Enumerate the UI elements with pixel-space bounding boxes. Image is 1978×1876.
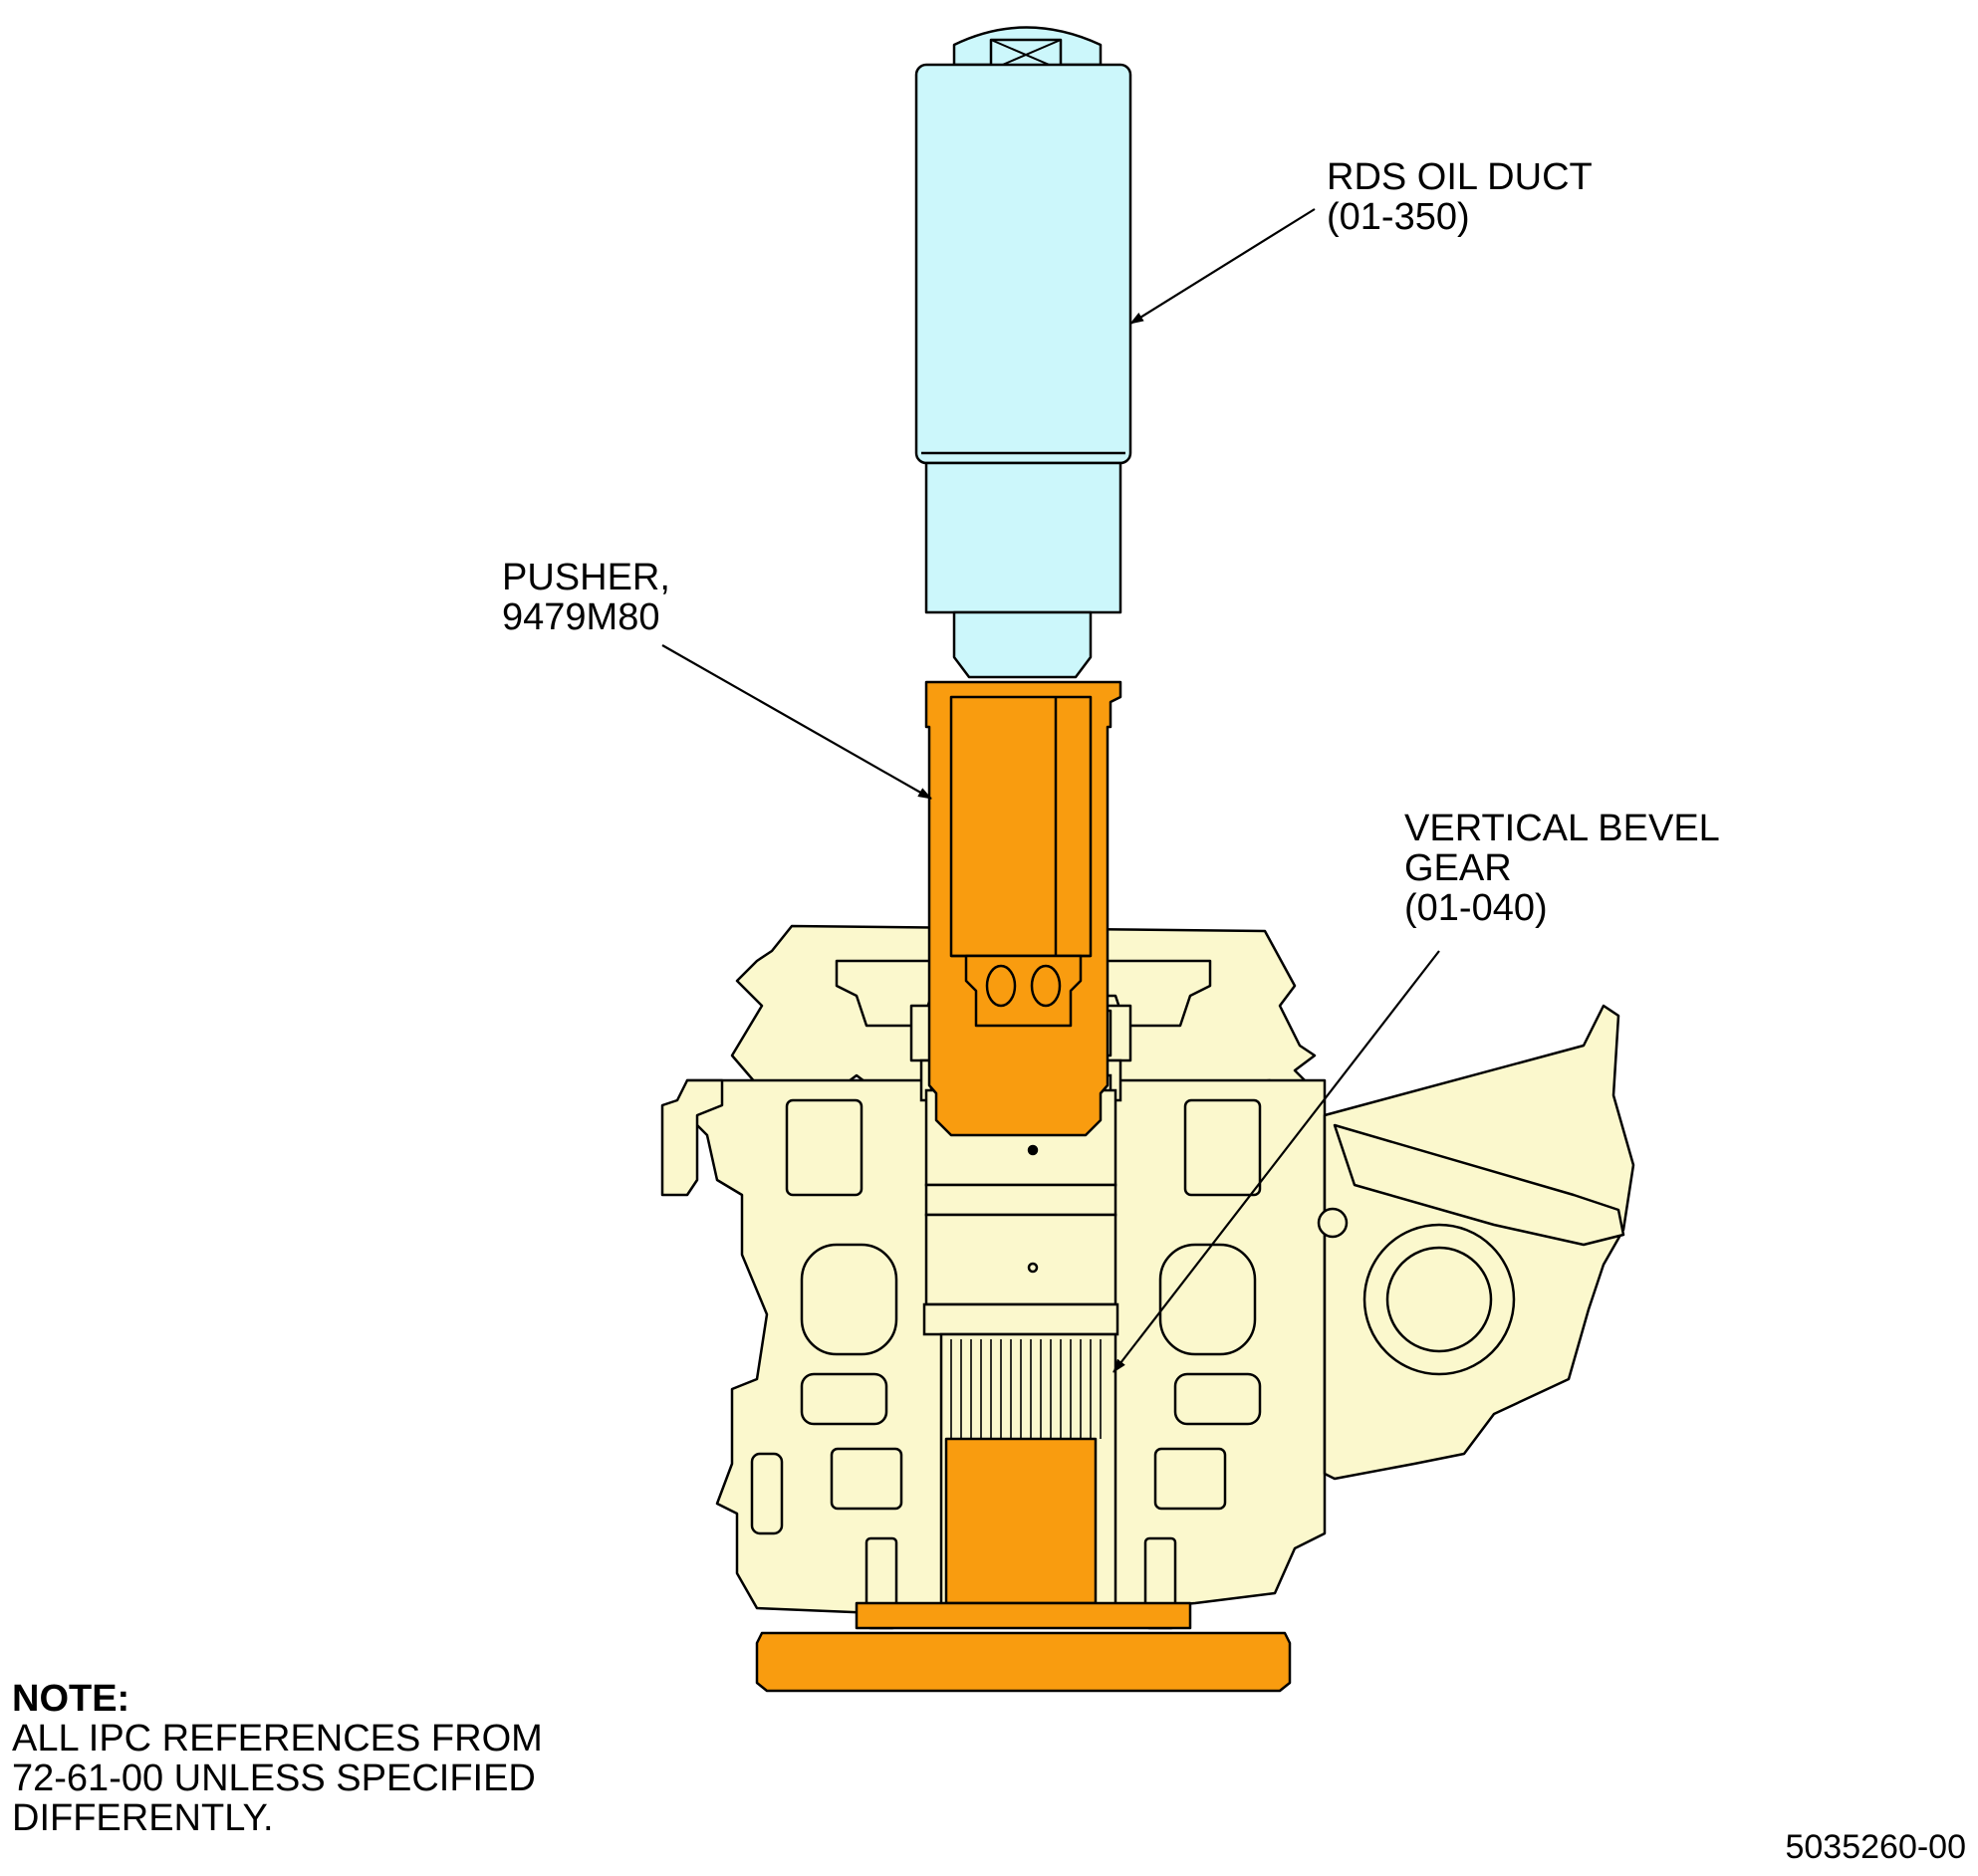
note-line-3: DIFFERENTLY.	[12, 1797, 274, 1839]
bevel-gear-name-line2: GEAR	[1404, 847, 1512, 889]
bevel-gear-reference: (01-040)	[1404, 887, 1548, 929]
oil-duct-reference: (01-350)	[1327, 196, 1470, 238]
oil-duct-leader	[1129, 208, 1316, 325]
oil-duct-name: RDS OIL DUCT	[1327, 156, 1593, 198]
pusher-part-number: 9479M80	[502, 596, 660, 638]
note-line-1: ALL IPC REFERENCES FROM	[12, 1718, 543, 1759]
pusher-name: PUSHER,	[502, 557, 670, 598]
note-line-2: 72-61-00 UNLESS SPECIFIED	[12, 1758, 536, 1799]
leader-lines	[661, 208, 1440, 1373]
pusher-label: PUSHER, 9479M80	[502, 558, 670, 637]
figure-number: 5035260-00	[1785, 1828, 1966, 1866]
pusher-tool	[755, 680, 1292, 1693]
bevel-gear-name-line1: VERTICAL BEVEL	[1404, 808, 1720, 849]
rds-oil-duct	[914, 26, 1132, 679]
note-title: NOTE:	[12, 1678, 130, 1720]
bevel-gear-leader	[1113, 950, 1440, 1373]
gearbox-housing	[660, 924, 1635, 1630]
oil-duct-label: RDS OIL DUCT (01-350)	[1327, 157, 1593, 237]
pusher-leader	[661, 644, 932, 800]
note-block: NOTE: ALL IPC REFERENCES FROM 72-61-00 U…	[12, 1679, 543, 1838]
gear-splines	[950, 1339, 1102, 1439]
bevel-gear-label: VERTICAL BEVEL GEAR (01-040)	[1404, 809, 1720, 928]
